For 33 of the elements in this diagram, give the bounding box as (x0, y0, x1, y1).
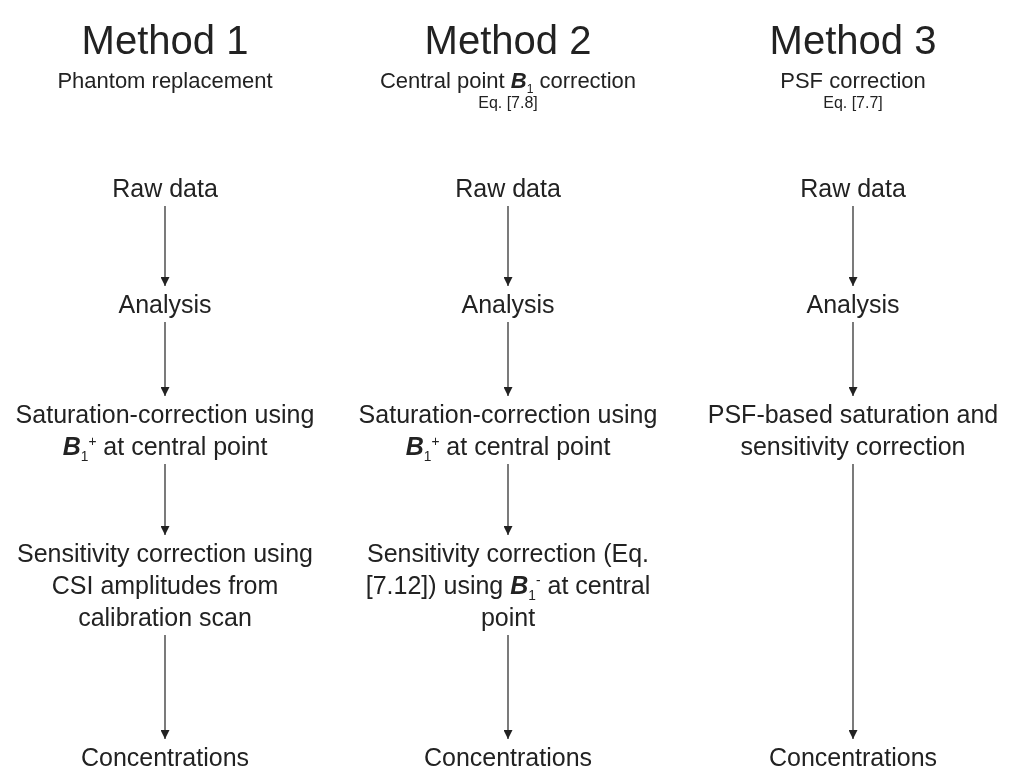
step-label: Sensitivity correction (Eq. [7.12]) using B$_{1}$$^{-}$ at central point (348, 537, 668, 633)
step-label: Sensitivity correction using CSI amplitudes from calibration scan (15, 537, 315, 633)
step-label: Saturation-correction using B$_{1}$$^{+}$ at central point (0, 398, 330, 462)
arrow (848, 463, 858, 740)
column-subtitle: Phantom replacement (57, 68, 273, 94)
step-label: Raw data (753, 172, 953, 204)
arrow (160, 205, 170, 287)
step-label: Concentrations (398, 741, 618, 773)
equation-reference: Eq. [7.7] (823, 94, 883, 112)
step-label: Concentrations (743, 741, 963, 773)
arrow (848, 205, 858, 287)
arrow (848, 321, 858, 397)
arrow (503, 634, 513, 740)
step-label: PSF-based saturation and sensitivity correction (688, 398, 1018, 462)
column-subtitle: PSF correction (780, 68, 926, 94)
arrow (160, 634, 170, 740)
arrow (503, 205, 513, 287)
arrow (503, 321, 513, 397)
step-label: Analysis (753, 288, 953, 320)
step-label: Analysis (65, 288, 265, 320)
column-heading: Method 1 (81, 18, 249, 63)
arrow (503, 463, 513, 536)
step-label: Analysis (408, 288, 608, 320)
column-subtitle: Central point B$_{1}$ correction (379, 68, 637, 94)
equation-reference: Eq. [7.8] (478, 94, 538, 112)
step-label: Concentrations (55, 741, 275, 773)
step-label: Raw data (408, 172, 608, 204)
arrow (160, 463, 170, 536)
step-label: Saturation-correction using B$_{1}$$^{+}$ at central point (343, 398, 673, 462)
column-heading: Method 3 (769, 18, 937, 63)
arrow (160, 321, 170, 397)
column-heading: Method 2 (424, 18, 592, 63)
step-label: Raw data (65, 172, 265, 204)
